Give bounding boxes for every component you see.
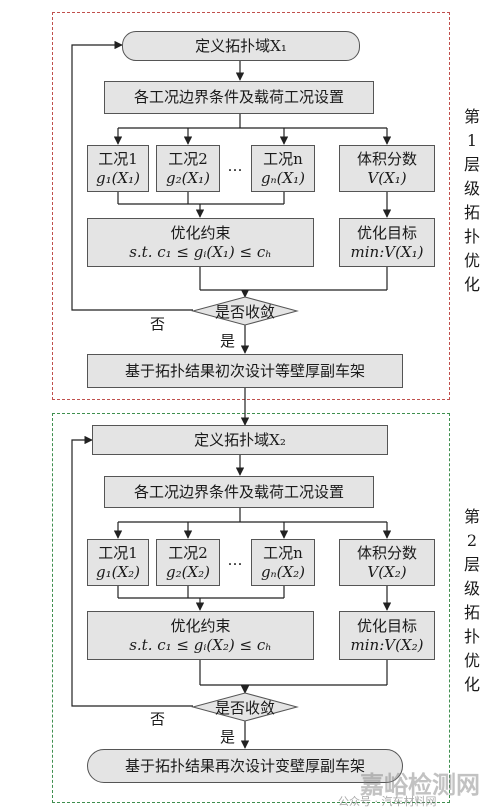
side1-char: 拓 (463, 203, 480, 222)
watermark-sub: 公众号 · 汽车材料网 (338, 795, 437, 808)
side2-char: 级 (463, 579, 480, 598)
side2-char: 第 (463, 507, 480, 526)
case-n-l1-func: gₙ(X₁) (260, 168, 306, 187)
case-2-l2-title: 工况2 (168, 543, 208, 562)
case-n-l2-title: 工况n (263, 543, 303, 562)
side1-char: 化 (463, 275, 480, 294)
case-1-l1-func: g₁(X₁) (95, 168, 140, 187)
boundary-conditions-2-text: 各工况边界条件及载荷工况设置 (133, 482, 344, 501)
case-1-l2-func: g₁(X₂) (95, 562, 140, 581)
side2-char: 拓 (463, 603, 480, 622)
objective-2: 优化目标 min:V(X₂) (339, 611, 435, 660)
case-n-l2: 工况n gₙ(X₂) (251, 539, 315, 586)
converge-diamond-2 (191, 692, 299, 722)
side2-char: 优 (463, 651, 480, 670)
yes-label-1: 是 (220, 332, 236, 350)
no-label-1: 否 (150, 315, 166, 333)
result-2-text: 基于拓扑结果再次设计变壁厚副车架 (124, 756, 365, 775)
objective-2-expr: min:V(X₂) (350, 635, 424, 654)
case-1-l1: 工况1 g₁(X₁) (87, 145, 149, 192)
level1-side-label: 第 1 层 级 拓 扑 优 化 (461, 105, 483, 297)
constraint-2-title: 优化约束 (170, 616, 231, 635)
no-label-2: 否 (150, 710, 166, 728)
case-n-l1-title: 工况n (263, 149, 303, 168)
level2-frame (52, 413, 450, 803)
constraint-1-title: 优化约束 (170, 223, 231, 242)
volume-fraction-2: 体积分数 V(X₂) (339, 539, 435, 586)
boundary-conditions-2: 各工况边界条件及载荷工况设置 (104, 476, 374, 508)
yes-label-2: 是 (220, 728, 236, 746)
side1-char: 扑 (463, 227, 480, 246)
case-n-l2-func: gₙ(X₂) (260, 562, 306, 581)
define-domain-1-text: 定义拓扑域X₁ (195, 36, 287, 55)
side2-char: 2 (466, 531, 478, 550)
volume-fraction-1-title: 体积分数 (356, 149, 417, 168)
side2-char: 化 (463, 675, 480, 694)
case-2-l1: 工况2 g₂(X₁) (156, 145, 220, 192)
objective-1-title: 优化目标 (356, 223, 417, 242)
side2-char: 层 (463, 555, 480, 574)
side1-char: 层 (463, 155, 480, 174)
case-2-l1-title: 工况2 (168, 149, 208, 168)
constraint-2: 优化约束 s.t. c₁ ≤ gᵢ(X₂) ≤ cₕ (87, 611, 314, 660)
case-1-l2: 工况1 g₁(X₂) (87, 539, 149, 586)
objective-1-expr: min:V(X₁) (350, 242, 424, 261)
case-ellipsis-1: … (227, 157, 243, 175)
constraint-1: 优化约束 s.t. c₁ ≤ gᵢ(X₁) ≤ cₕ (87, 218, 314, 267)
objective-2-title: 优化目标 (356, 616, 417, 635)
define-domain-2: 定义拓扑域X₂ (92, 425, 388, 455)
boundary-conditions-1-text: 各工况边界条件及载荷工况设置 (133, 88, 344, 107)
level2-side-label: 第 2 层 级 拓 扑 优 化 (461, 505, 483, 697)
converge-2-text: 是否收敛 (214, 699, 275, 717)
converge-1-text: 是否收敛 (214, 303, 275, 321)
constraint-1-expr: s.t. c₁ ≤ gᵢ(X₁) ≤ cₕ (129, 242, 272, 261)
define-domain-2-text: 定义拓扑域X₂ (194, 430, 286, 449)
side1-char: 第 (463, 107, 480, 126)
case-2-l2-func: g₂(X₂) (165, 562, 210, 581)
side1-char: 优 (463, 251, 480, 270)
volume-fraction-2-title: 体积分数 (356, 543, 417, 562)
side1-char: 1 (466, 131, 478, 150)
case-ellipsis-2: … (227, 551, 243, 569)
result-1: 基于拓扑结果初次设计等壁厚副车架 (87, 354, 403, 388)
volume-fraction-2-func: V(X₂) (367, 562, 407, 581)
boundary-conditions-1: 各工况边界条件及载荷工况设置 (104, 81, 374, 114)
volume-fraction-1-func: V(X₁) (367, 168, 407, 187)
case-2-l1-func: g₂(X₁) (165, 168, 210, 187)
result-2: 基于拓扑结果再次设计变壁厚副车架 (87, 749, 403, 783)
define-domain-1: 定义拓扑域X₁ (122, 31, 360, 61)
case-2-l2: 工况2 g₂(X₂) (156, 539, 220, 586)
case-n-l1: 工况n gₙ(X₁) (251, 145, 315, 192)
case-1-l2-title: 工况1 (98, 543, 138, 562)
result-1-text: 基于拓扑结果初次设计等壁厚副车架 (124, 361, 365, 380)
converge-diamond-1 (191, 296, 299, 326)
side1-char: 级 (463, 179, 480, 198)
constraint-2-expr: s.t. c₁ ≤ gᵢ(X₂) ≤ cₕ (129, 635, 272, 654)
watermark-main: 嘉峪检测网 (360, 771, 480, 799)
level1-frame (52, 12, 450, 400)
objective-1: 优化目标 min:V(X₁) (339, 218, 435, 267)
side2-char: 扑 (463, 627, 480, 646)
case-1-l1-title: 工况1 (98, 149, 138, 168)
volume-fraction-1: 体积分数 V(X₁) (339, 145, 435, 192)
